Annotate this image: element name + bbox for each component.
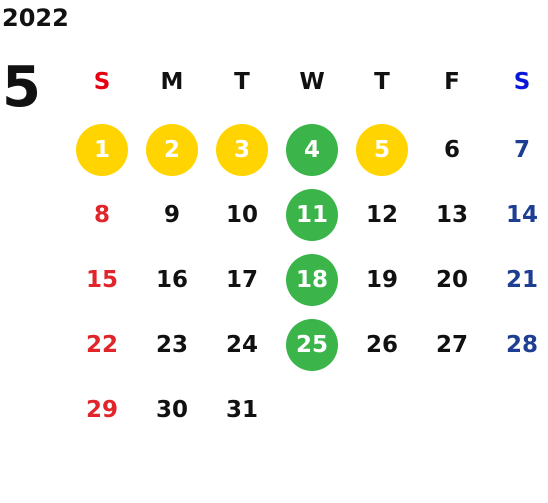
- day-cell[interactable]: 18: [286, 254, 338, 306]
- day-cell[interactable]: 10: [225, 202, 258, 228]
- month-number: 5: [2, 55, 41, 120]
- weekday-header: S: [513, 69, 531, 95]
- day-cell[interactable]: 5: [356, 124, 408, 176]
- day-cell[interactable]: 15: [85, 267, 118, 293]
- weekday-header: T: [374, 69, 390, 95]
- day-cell[interactable]: 13: [435, 202, 468, 228]
- day-cell[interactable]: 30: [155, 397, 188, 423]
- day-cell[interactable]: 17: [225, 267, 258, 293]
- day-cell[interactable]: 8: [93, 202, 110, 228]
- day-cell[interactable]: 20: [435, 267, 468, 293]
- day-cell[interactable]: 2: [146, 124, 198, 176]
- day-cell[interactable]: 1: [76, 124, 128, 176]
- day-cell[interactable]: 24: [225, 332, 258, 358]
- day-cell[interactable]: 27: [435, 332, 468, 358]
- weekday-header: F: [444, 69, 460, 95]
- weekday-header: T: [234, 69, 250, 95]
- day-cell[interactable]: 28: [505, 332, 538, 358]
- day-cell[interactable]: 7: [513, 137, 530, 163]
- day-cell[interactable]: 12: [365, 202, 398, 228]
- day-cell[interactable]: 4: [286, 124, 338, 176]
- day-cell[interactable]: 31: [225, 397, 258, 423]
- weekday-header: S: [93, 69, 111, 95]
- day-cell[interactable]: 25: [286, 319, 338, 371]
- day-cell[interactable]: 14: [505, 202, 538, 228]
- day-cell[interactable]: 3: [216, 124, 268, 176]
- day-cell[interactable]: 11: [286, 189, 338, 241]
- day-cell[interactable]: 23: [155, 332, 188, 358]
- weekday-header: M: [160, 69, 184, 95]
- day-cell[interactable]: 21: [505, 267, 538, 293]
- day-cell[interactable]: 19: [365, 267, 398, 293]
- day-cell[interactable]: 26: [365, 332, 398, 358]
- day-cell[interactable]: 22: [85, 332, 118, 358]
- day-cell[interactable]: 29: [85, 397, 118, 423]
- weekday-header: W: [299, 69, 325, 95]
- day-cell[interactable]: 9: [163, 202, 180, 228]
- day-cell[interactable]: 6: [443, 137, 460, 163]
- year-label: 2022: [2, 4, 69, 32]
- day-cell[interactable]: 16: [155, 267, 188, 293]
